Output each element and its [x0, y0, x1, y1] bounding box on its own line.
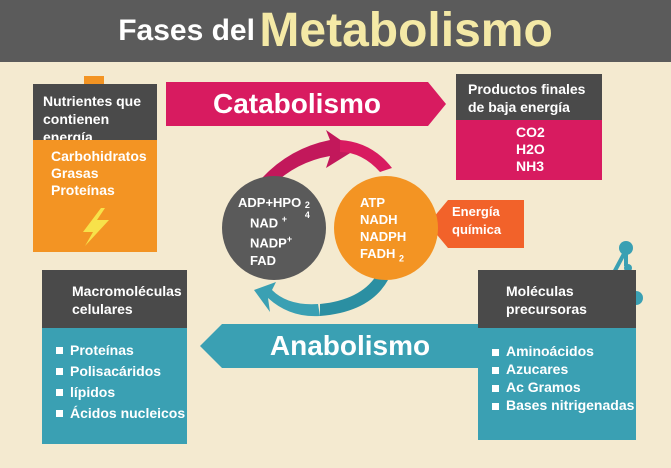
chemical-energy-arrow: [428, 200, 524, 248]
high-energy-line: ATP: [360, 195, 386, 210]
low-energy-line: FAD: [250, 252, 276, 268]
nutrient-item: Carbohidratos: [51, 148, 147, 164]
macromolecule-item: Proteínas: [52, 340, 187, 361]
anabolismo-arrow: [200, 324, 478, 368]
nutrients-header: Nutrientes que contienen energía: [33, 84, 157, 145]
cycle-arrow-top: [262, 130, 355, 186]
catabolismo-label: Catabolismo: [212, 88, 382, 119]
high-energy-line: FADH 2: [360, 246, 405, 264]
title-bar: [0, 0, 671, 62]
precursor-item: Aminoácidos: [488, 342, 636, 360]
lightning-icon: [83, 208, 109, 246]
high-energy-line: NADH: [360, 212, 398, 227]
macromolecules-header: Macromoléculas celulares: [42, 270, 187, 328]
precursor-item: Ac Gramos: [488, 378, 636, 396]
title-part1: Fases del: [118, 14, 255, 47]
precursor-item: Azucares: [488, 360, 636, 378]
final-product-item: H2O: [516, 141, 545, 157]
precursor-item: Bases nitrigenadas: [488, 396, 636, 414]
cycle-arrow-bottom: [320, 276, 388, 316]
cycle-arrow-bottom-end: [254, 282, 320, 317]
macromolecules-box: Proteínas Polisacáridos lípidos Ácidos n…: [42, 328, 187, 444]
nutrient-item: Grasas: [51, 165, 99, 181]
precursors-list: Aminoácidos Azucares Ac Gramos Bases nit…: [478, 328, 636, 414]
precursors-box: Aminoácidos Azucares Ac Gramos Bases nit…: [478, 328, 636, 440]
final-products-header: Productos finales de baja energía: [456, 74, 602, 120]
low-energy-line: NADP+: [250, 234, 293, 251]
catabolismo-label-wrap: Catabolismo: [166, 82, 428, 126]
catabolismo-arrow: [166, 82, 446, 126]
final-product-item: NH3: [516, 158, 545, 174]
nutrients-list: Carbohidratos Grasas Proteínas: [33, 140, 157, 199]
final-product-item: CO2: [516, 124, 545, 140]
macromolecule-item: Ácidos nucleicos: [52, 403, 187, 424]
nutrient-item: Proteínas: [51, 182, 115, 198]
nutrients-box: Carbohidratos Grasas Proteínas: [33, 140, 157, 252]
high-energy-circle: ATP NADH NADPH FADH 2: [334, 176, 438, 280]
cycle-arrow-top-end: [340, 140, 392, 172]
low-energy-line: NAD +: [250, 214, 288, 231]
nutrients-tab: [84, 76, 104, 84]
chemical-energy-label: Energía química: [452, 204, 502, 237]
macromolecules-list: Proteínas Polisacáridos lípidos Ácidos n…: [42, 328, 187, 424]
high-energy-line: NADPH: [360, 229, 407, 244]
anabolismo-label: Anabolismo: [269, 330, 431, 361]
page-title: Fases del Metabolismo: [0, 0, 671, 62]
macromolecule-item: lípidos: [52, 382, 187, 403]
final-products-box: CO2 H2O NH3: [456, 120, 602, 180]
title-part2: Metabolismo: [259, 4, 553, 57]
final-products-list: CO2 H2O NH3: [456, 120, 602, 175]
macromolecule-item: Polisacáridos: [52, 361, 187, 382]
precursors-header: Moléculas precursoras: [478, 270, 636, 328]
anabolismo-label-wrap: Anabolismo: [222, 324, 478, 368]
